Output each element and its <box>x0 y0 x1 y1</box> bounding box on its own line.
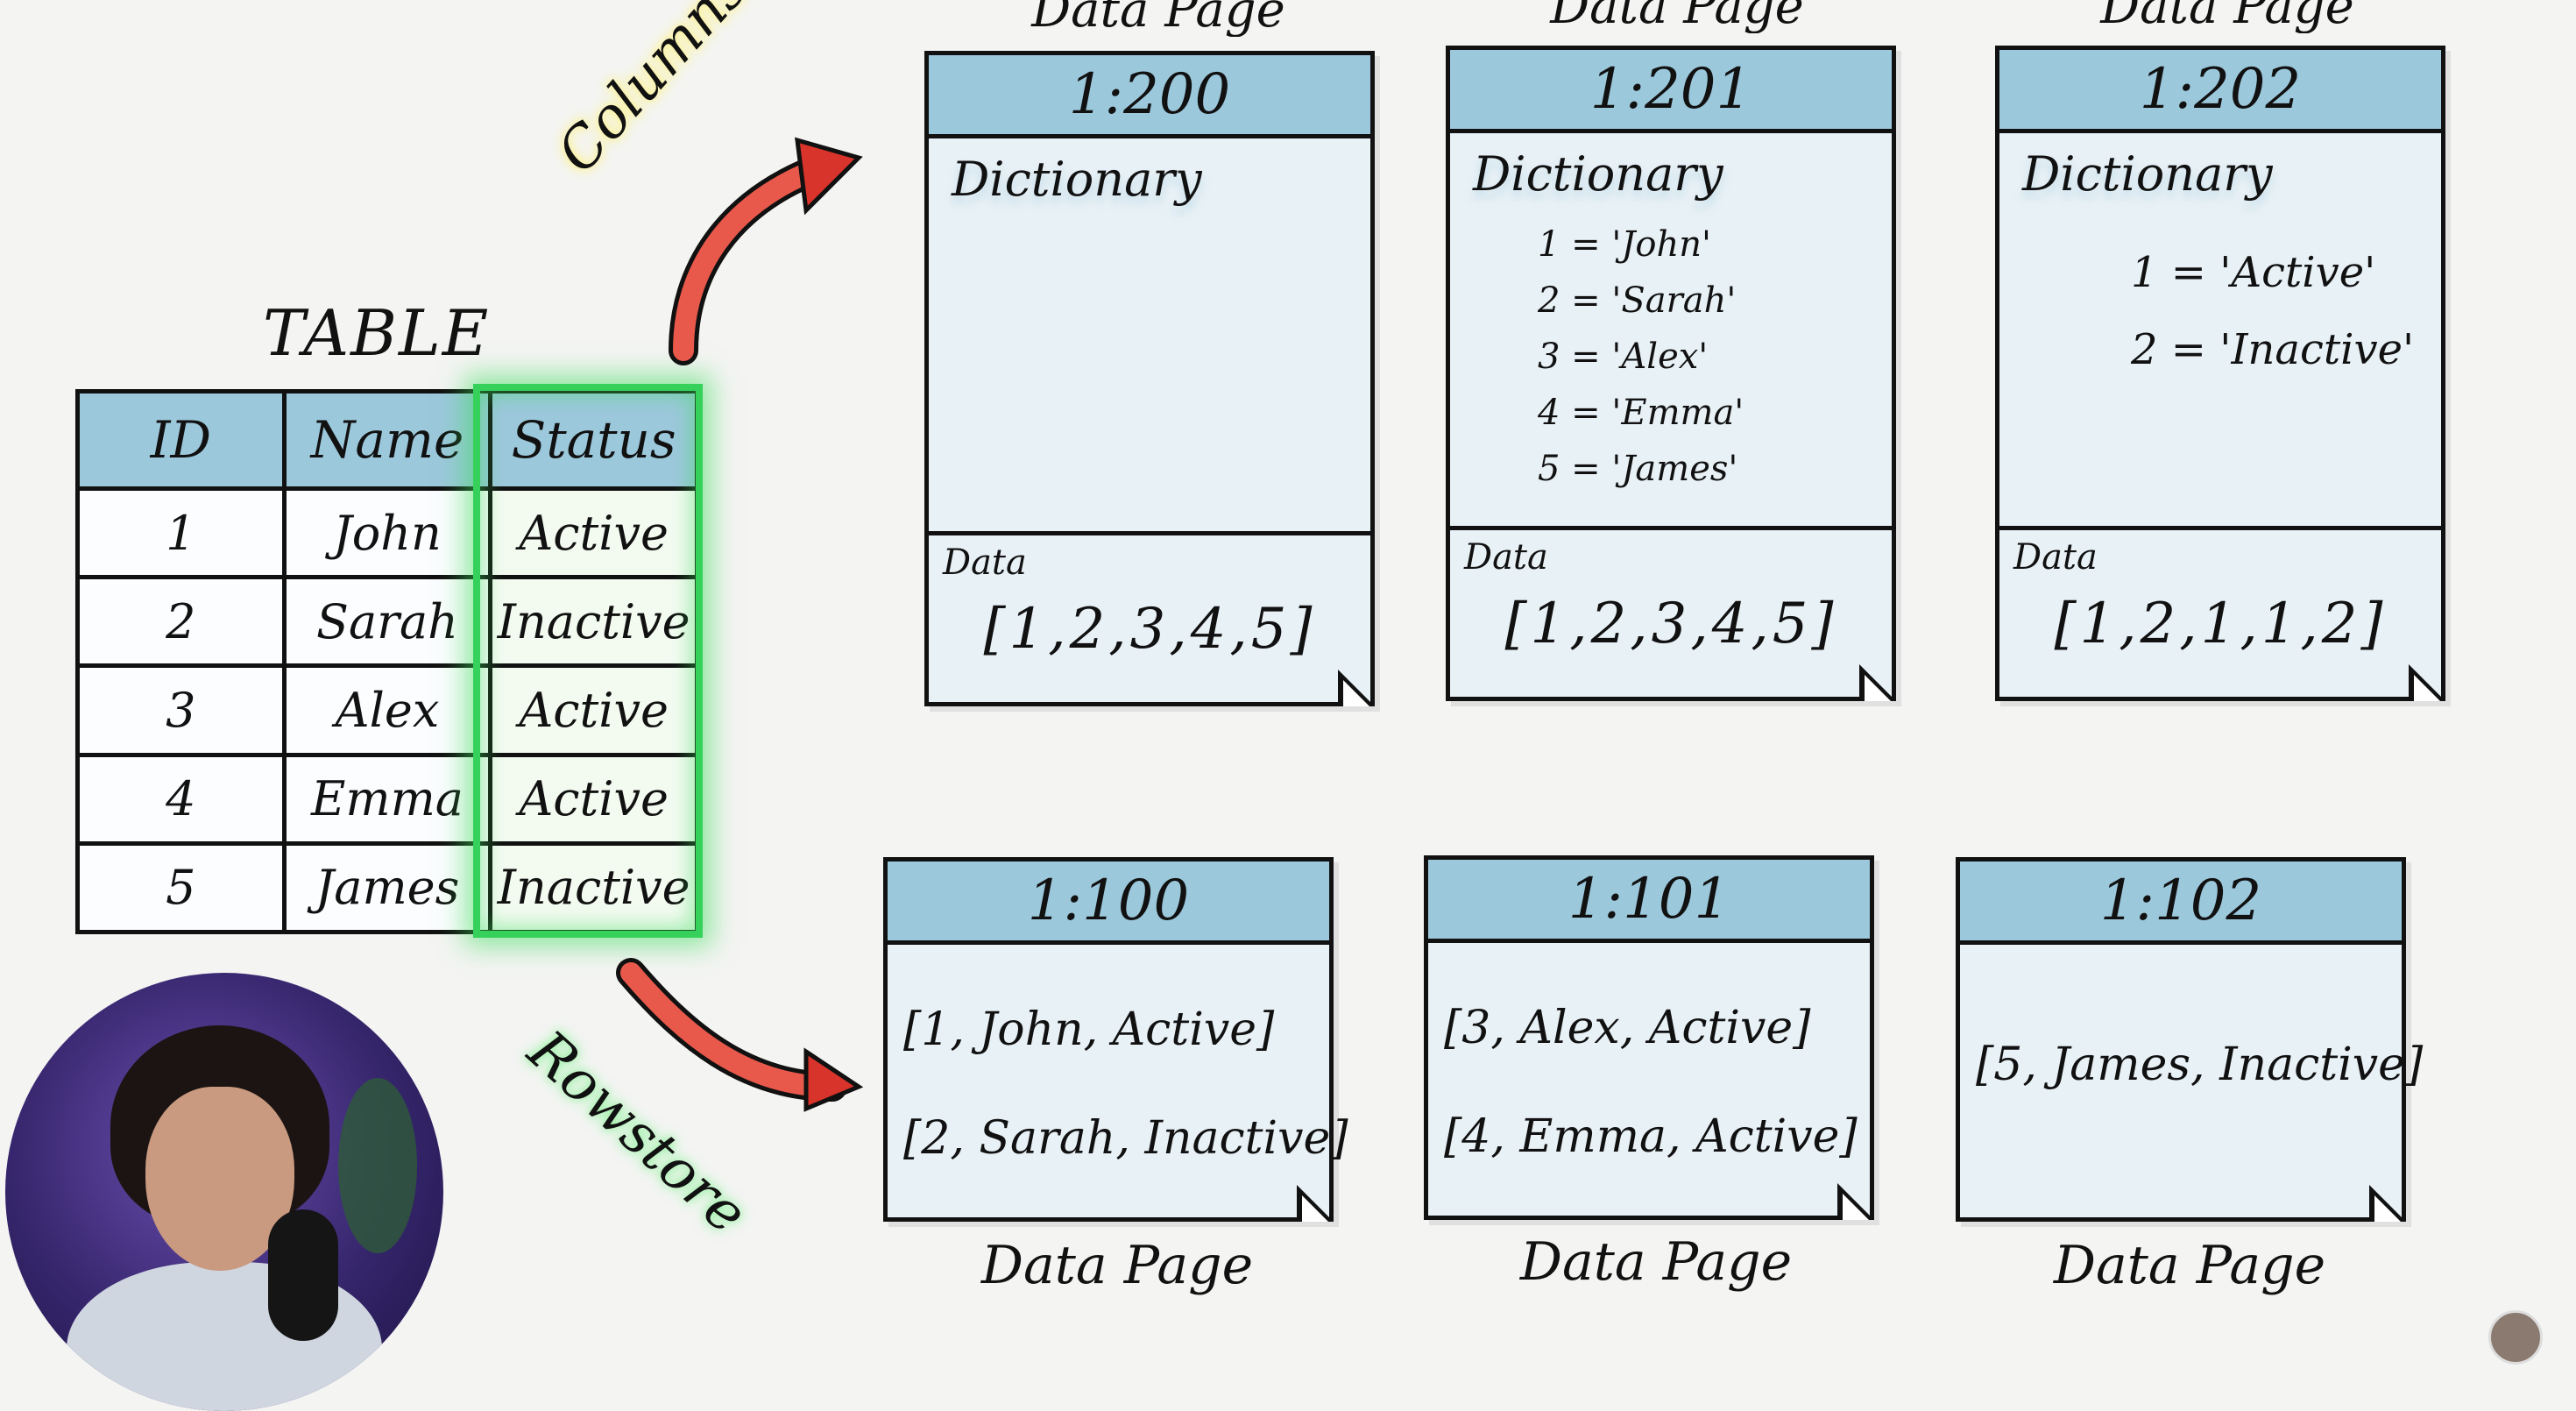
dictionary-entry: 2 = 'Inactive' <box>2131 325 2415 374</box>
row-entry: [5, James, Inactive] <box>1976 1039 2424 1091</box>
dog-ear-icon <box>2409 664 2445 701</box>
dictionary-list: 1 = 'John' 2 = 'Sarah' 3 = 'Alex' 4 = 'E… <box>1538 216 1744 497</box>
cell-id: 2 <box>75 575 287 669</box>
dictionary-entry: 2 = 'Sarah' <box>1538 280 1737 321</box>
page-data-area: Data [1,2,3,4,5] <box>929 531 1370 702</box>
row-list: [1, John, Active] [2, Sarah, Inactive] <box>903 975 1348 1193</box>
dog-ear-icon <box>1297 1185 1334 1222</box>
table-row: 4 Emma Active <box>75 752 699 846</box>
cell-name: Alex <box>281 663 493 757</box>
dog-ear-icon <box>1338 670 1375 706</box>
table-row: 1 John Active <box>75 486 699 580</box>
table-row: 2 Sarah Inactive <box>75 575 699 669</box>
curved-arrow-icon <box>669 137 863 365</box>
channel-avatar[interactable] <box>2488 1310 2543 1365</box>
row-list: [3, Alex, Active] [4, Emma, Active] <box>1444 974 1858 1191</box>
page-id: 1:202 <box>1999 50 2441 133</box>
cell-status: Active <box>488 486 699 580</box>
rowstore-page-1-101: 1:101 [3, Alex, Active] [4, Emma, Active… <box>1424 855 1874 1220</box>
page-caption: Data Page <box>1031 0 1285 37</box>
columnstore-page-1-200: 1:200 Dictionary Data [1,2,3,4,5] <box>924 51 1375 706</box>
cell-name: Sarah <box>281 575 493 669</box>
cell-id: 5 <box>75 840 287 935</box>
page-caption: Data Page <box>1550 0 1804 33</box>
header-status: Status <box>488 389 699 491</box>
row-entry: [4, Emma, Active] <box>1444 1110 1858 1163</box>
dictionary-list: 1 = 'Active' 2 = 'Inactive' <box>2131 234 2414 388</box>
table-header-row: ID Name Status <box>75 389 699 491</box>
cell-status: Active <box>488 752 699 846</box>
cell-id: 1 <box>75 486 287 580</box>
cell-name: James <box>281 840 493 935</box>
rowstore-page-1-100: 1:100 [1, John, Active] [2, Sarah, Inact… <box>883 857 1348 1222</box>
curved-arrow-icon <box>616 958 864 1112</box>
data-title: Data <box>2013 537 2098 578</box>
data-title: Data <box>1464 537 1548 578</box>
cell-status: Inactive <box>488 575 699 669</box>
page-id: 1:102 <box>1960 861 2402 945</box>
data-array: [1,2,3,4,5] <box>1504 592 1837 656</box>
cell-status: Active <box>488 663 699 757</box>
cell-name: John <box>281 486 493 580</box>
page-caption: Data Page <box>2100 0 2354 33</box>
columnstore-page-1-201: 1:201 Dictionary 1 = 'John' 2 = 'Sarah' … <box>1446 46 1896 701</box>
dog-ear-icon <box>2369 1185 2406 1222</box>
cell-name: Emma <box>281 752 493 846</box>
data-title: Data <box>943 542 1027 583</box>
source-table: ID Name Status 1 John Active 2 Sarah Ina… <box>75 389 699 935</box>
data-array: [1,2,3,4,5] <box>983 597 1316 662</box>
page-id: 1:101 <box>1428 860 1870 943</box>
row-entry: [2, Sarah, Inactive] <box>903 1112 1348 1165</box>
microphone-icon <box>268 1209 338 1341</box>
page-caption: Data Page <box>2053 1235 2326 1296</box>
dictionary-title: Dictionary <box>952 152 1202 207</box>
row-entry: [1, John, Active] <box>903 1003 1275 1056</box>
table-title: TABLE <box>263 296 491 370</box>
dictionary-entry: 1 = 'Active' <box>2131 248 2376 297</box>
presenter-webcam <box>5 973 443 1411</box>
page-data-area: Data [1,2,3,4,5] <box>1450 526 1892 697</box>
row-list: [5, James, Inactive] <box>1976 1010 2423 1119</box>
dictionary-entry: 4 = 'Emma' <box>1538 393 1744 433</box>
data-array: [1,2,1,1,2] <box>2054 592 2387 656</box>
dog-ear-icon <box>1859 664 1896 701</box>
table-row: 3 Alex Active <box>75 663 699 757</box>
cell-status: Inactive <box>488 840 699 935</box>
plant-shape <box>338 1078 417 1253</box>
table-row: 5 James Inactive <box>75 840 699 935</box>
cell-id: 3 <box>75 663 287 757</box>
page-data-area: Data [1,2,1,1,2] <box>1999 526 2441 697</box>
page-id: 1:201 <box>1450 50 1892 133</box>
dictionary-entry: 3 = 'Alex' <box>1538 337 1709 377</box>
header-name: Name <box>281 389 493 491</box>
dictionary-title: Dictionary <box>2022 146 2273 202</box>
page-caption: Data Page <box>980 1235 1254 1296</box>
dictionary-entry: 5 = 'James' <box>1538 449 1738 489</box>
header-id: ID <box>75 389 287 491</box>
dog-ear-icon <box>1837 1183 1874 1220</box>
columnstore-page-1-202: 1:202 Dictionary 1 = 'Active' 2 = 'Inact… <box>1995 46 2445 701</box>
dictionary-entry: 1 = 'John' <box>1538 224 1712 265</box>
page-id: 1:100 <box>888 861 1329 945</box>
cell-id: 4 <box>75 752 287 846</box>
rowstore-page-1-102: 1:102 [5, James, Inactive] <box>1956 857 2423 1222</box>
row-entry: [3, Alex, Active] <box>1444 1002 1811 1054</box>
page-id: 1:200 <box>929 55 1370 138</box>
page-caption: Data Page <box>1519 1231 1793 1293</box>
dictionary-title: Dictionary <box>1473 146 1723 202</box>
